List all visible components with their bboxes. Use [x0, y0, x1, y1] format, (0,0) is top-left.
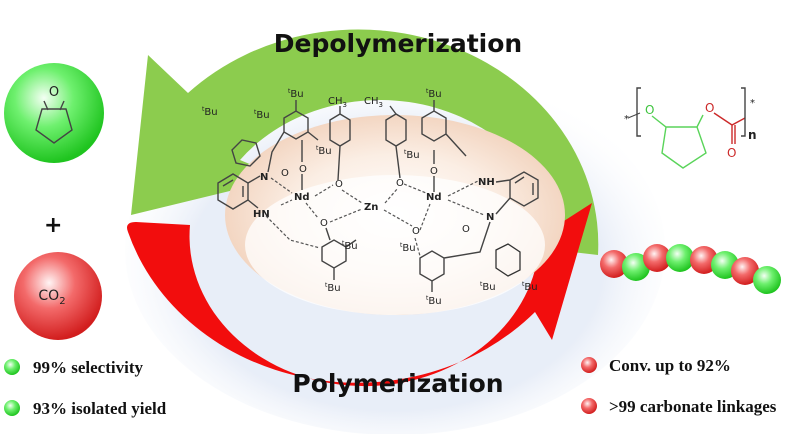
bead-green-8: [753, 266, 781, 294]
bead-red-1: [600, 250, 628, 278]
bullet-red-icon: [581, 357, 597, 373]
polymer-oxygen-right: O: [705, 101, 714, 115]
end-group-left: *: [624, 114, 629, 125]
co2-molecule: CO2: [14, 252, 102, 340]
polymer-carbonyl-oxygen: O: [727, 146, 736, 160]
co2-sphere: [14, 252, 102, 340]
oxygen-atom: O: [412, 226, 420, 237]
tbu-label: tBu: [426, 295, 442, 307]
hn-left: HN: [253, 209, 270, 220]
methyl-label: CH3: [364, 96, 383, 109]
epoxide-monomer: O: [4, 63, 104, 163]
polymer-oxygen-left: O: [645, 103, 654, 117]
polycarbonate-structure: * O O O n *: [624, 87, 757, 169]
oxygen-atom: O: [299, 164, 307, 175]
catalyst-structure: N HN tBu tBu tBu tBu O O O O Nd tBu tBu …: [202, 88, 539, 307]
oxygen-atom: O: [462, 224, 470, 235]
oxygen-atom: O: [396, 178, 404, 189]
n-left: N: [260, 172, 268, 183]
epoxide-sphere: [4, 63, 104, 163]
copolymer-bead-chain: [600, 244, 781, 294]
tbu-label: tBu: [288, 88, 304, 100]
end-group-right: *: [750, 98, 755, 109]
n-right: N: [486, 212, 494, 223]
co2-label: CO2: [38, 288, 65, 307]
bead-green-2: [622, 253, 650, 281]
methyl-label: CH3: [328, 96, 347, 109]
right-bullet-list: Conv. up to 92% >99 carbonate linkages: [581, 356, 777, 416]
plus-sign: +: [44, 213, 62, 238]
tbu-label: tBu: [316, 145, 332, 157]
tbu-label: tBu: [426, 88, 442, 100]
polymerization-label: Polymerization: [292, 369, 503, 398]
tbu-label: tBu: [522, 281, 538, 293]
selectivity-text: 99% selectivity: [33, 358, 143, 377]
oxygen-atom: O: [335, 179, 343, 190]
repeat-unit-n: n: [748, 128, 757, 142]
epoxide-oxygen: O: [49, 85, 59, 100]
nd-right: Nd: [426, 192, 442, 203]
bead-red-5: [690, 246, 718, 274]
zn-center: Zn: [364, 202, 378, 213]
tbu-label: tBu: [325, 282, 341, 294]
tbu-label: tBu: [342, 240, 358, 252]
bead-red-7: [731, 257, 759, 285]
carbonate-linkages-text: >99 carbonate linkages: [609, 397, 777, 416]
bead-red-3: [643, 244, 671, 272]
left-bullet-list: 99% selectivity 93% isolated yield: [4, 358, 167, 418]
tbu-label: tBu: [480, 281, 496, 293]
bullet-red-icon: [581, 398, 597, 414]
conversion-text: Conv. up to 92%: [609, 356, 731, 375]
tbu-label: tBu: [202, 106, 218, 118]
tbu-label: tBu: [400, 242, 416, 254]
oxygen-atom: O: [430, 166, 438, 177]
tbu-label: tBu: [404, 149, 420, 161]
nh-right: NH: [478, 177, 495, 188]
depolymerization-label: Depolymerization: [274, 29, 522, 58]
tbu-label: tBu: [254, 109, 270, 121]
oxygen-atom: O: [320, 218, 328, 229]
bead-green-4: [666, 244, 694, 272]
oxygen-atom: O: [281, 168, 289, 179]
isolated-yield-text: 93% isolated yield: [33, 399, 167, 418]
nd-left: Nd: [294, 192, 310, 203]
depolymerization-arrow: [131, 29, 599, 256]
bullet-green-icon: [4, 400, 20, 416]
bullet-green-icon: [4, 359, 20, 375]
